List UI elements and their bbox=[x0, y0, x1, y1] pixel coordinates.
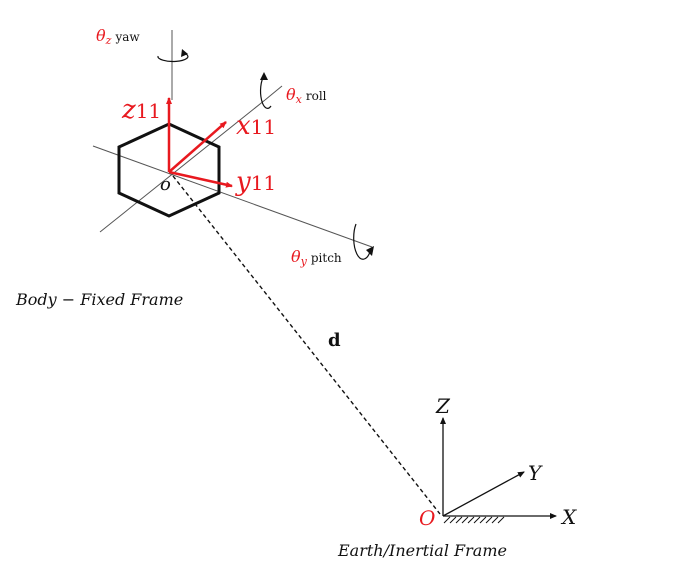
earth-origin-label: O bbox=[419, 506, 435, 530]
earth-frame-caption: Earth/Inertial Frame bbox=[337, 541, 507, 560]
x11-axis-arrow bbox=[168, 121, 227, 173]
displacement-label: d bbox=[328, 330, 341, 351]
yaw-rotation-icon bbox=[157, 49, 189, 63]
roll-rotation-icon bbox=[259, 72, 272, 109]
y11-label: y11 bbox=[235, 167, 276, 197]
body-origin-label: o bbox=[160, 174, 171, 195]
ground-hatch-icon bbox=[443, 516, 505, 524]
earth-frame: Z Y X O Earth/Inertial Frame bbox=[337, 394, 577, 560]
pitch-rotation-icon bbox=[353, 223, 374, 260]
hexagon-body bbox=[117, 122, 221, 218]
z11-label: z11 bbox=[121, 95, 161, 125]
roll-axis-line bbox=[99, 99, 266, 233]
earth-x-label: X bbox=[560, 505, 577, 529]
earth-y-axis bbox=[442, 471, 525, 517]
x11-label: x11 bbox=[236, 111, 276, 141]
pitch-axis-line bbox=[92, 145, 373, 248]
earth-z-label: Z bbox=[435, 394, 451, 418]
roll-axis-ext-line bbox=[264, 85, 283, 101]
y11-axis-arrow bbox=[168, 170, 233, 188]
displacement-vector bbox=[172, 175, 441, 515]
body-frame-caption: Body − Fixed Frame bbox=[15, 290, 183, 309]
earth-y-label: Y bbox=[528, 461, 543, 485]
